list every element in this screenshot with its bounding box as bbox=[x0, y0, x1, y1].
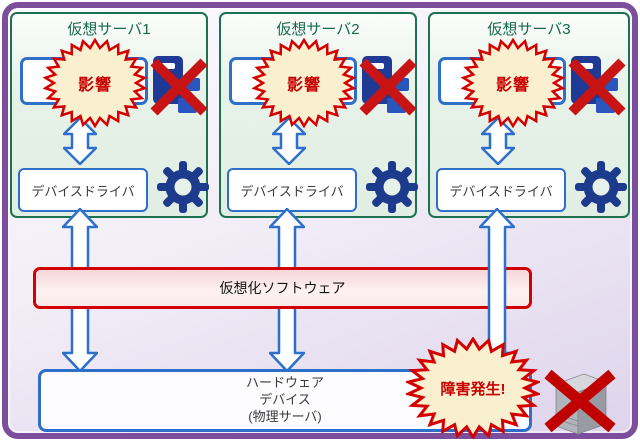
failure-burst: 障害発生! bbox=[406, 337, 540, 439]
device-driver-label: デバイスドライバ bbox=[449, 183, 553, 199]
virtual-machine-crossed-icon bbox=[568, 54, 626, 118]
cross-icon bbox=[544, 369, 616, 433]
virtual-server-title: 仮想サーバ1 bbox=[67, 21, 151, 38]
impact-burst: 影響 bbox=[43, 38, 147, 128]
virtual-machine-crossed-icon bbox=[359, 54, 417, 118]
virtualization-software-label: 仮想化ソフトウェア bbox=[219, 280, 346, 296]
device-driver-label: デバイスドライバ bbox=[240, 183, 344, 199]
virtualization-software-box: 仮想化ソフトウェア bbox=[33, 267, 532, 309]
arrow-guest-to-driver-3 bbox=[481, 117, 515, 165]
cross-icon bbox=[568, 58, 626, 116]
cross-icon bbox=[359, 58, 417, 116]
virtual-server-title: 仮想サーバ3 bbox=[487, 21, 571, 38]
device-driver-box-3: デバイスドライバ bbox=[436, 168, 566, 212]
gear-icon bbox=[574, 160, 628, 214]
cross-icon bbox=[150, 58, 208, 116]
virtual-server-title: 仮想サーバ2 bbox=[276, 21, 360, 38]
impact-label: 影響 bbox=[77, 77, 112, 94]
device-driver-box-1: デバイスドライバ bbox=[18, 168, 148, 212]
physical-server-crossed-icon bbox=[542, 362, 618, 438]
impact-label: 影響 bbox=[495, 77, 530, 94]
hardware-label-line1: ハードウェア bbox=[245, 375, 324, 391]
virtual-server-panel-1: 仮想サーバ1 bbox=[10, 12, 210, 218]
impact-burst: 影響 bbox=[461, 38, 565, 128]
gear-icon bbox=[365, 160, 419, 214]
arrow-guest-to-driver-1 bbox=[63, 117, 97, 165]
impact-label: 影響 bbox=[286, 77, 321, 94]
gear-icon bbox=[156, 160, 210, 214]
virtual-server-panel-2: 仮想サーバ2 bbox=[219, 12, 419, 218]
impact-burst: 影響 bbox=[252, 38, 356, 128]
device-driver-box-2: デバイスドライバ bbox=[227, 168, 357, 212]
failure-label: 障害発生! bbox=[440, 380, 506, 398]
device-driver-label: デバイスドライバ bbox=[31, 183, 135, 199]
hardware-label-line3: (物理サーバ) bbox=[248, 408, 322, 424]
arrow-guest-to-driver-2 bbox=[272, 117, 306, 165]
hardware-label-line2: デバイス bbox=[259, 392, 311, 408]
virtual-server-panel-3: 仮想サーバ3 bbox=[428, 12, 630, 218]
virtual-machine-crossed-icon bbox=[150, 54, 208, 118]
